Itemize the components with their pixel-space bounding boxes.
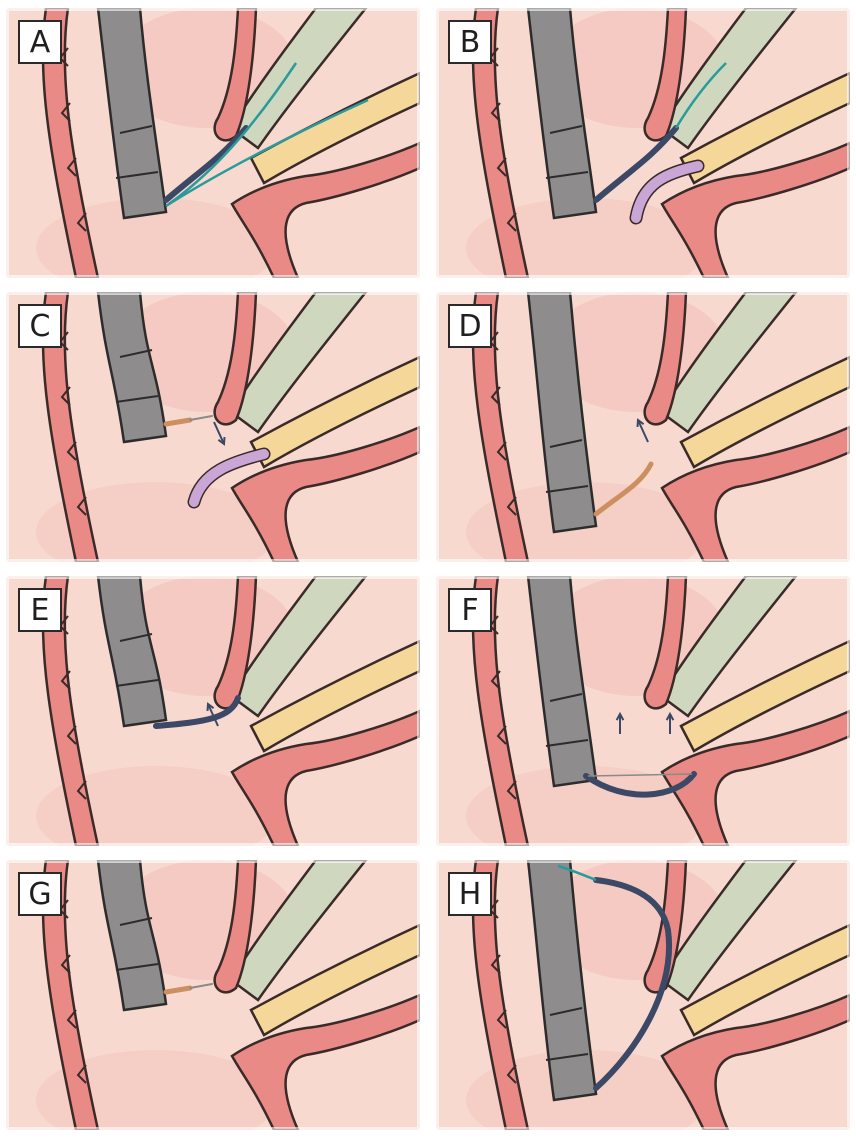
panel-h: H — [436, 860, 850, 1130]
panel-label-g: G — [18, 872, 62, 916]
panel-label-a: A — [18, 20, 62, 64]
panel-label-b: B — [448, 20, 492, 64]
panel-a-illustration — [6, 8, 420, 278]
panel-g: G — [6, 860, 420, 1130]
panel-a: A — [6, 8, 420, 278]
panel-f: F — [436, 576, 850, 846]
panel-label-h: H — [448, 872, 492, 916]
panel-g-illustration — [6, 860, 420, 1130]
panel-d: D — [436, 292, 850, 562]
panel-h-illustration — [436, 860, 850, 1130]
panel-label-f: F — [448, 588, 492, 632]
panel-b: B — [436, 8, 850, 278]
panel-d-illustration — [436, 292, 850, 562]
panel-c-illustration — [6, 292, 420, 562]
panel-label-d: D — [448, 304, 492, 348]
panel-e: E — [6, 576, 420, 846]
panel-b-illustration — [436, 8, 850, 278]
panel-e-illustration — [6, 576, 420, 846]
panel-label-c: C — [18, 304, 62, 348]
panel-f-illustration — [436, 576, 850, 846]
panel-c: C — [6, 292, 420, 562]
panel-label-e: E — [18, 588, 62, 632]
